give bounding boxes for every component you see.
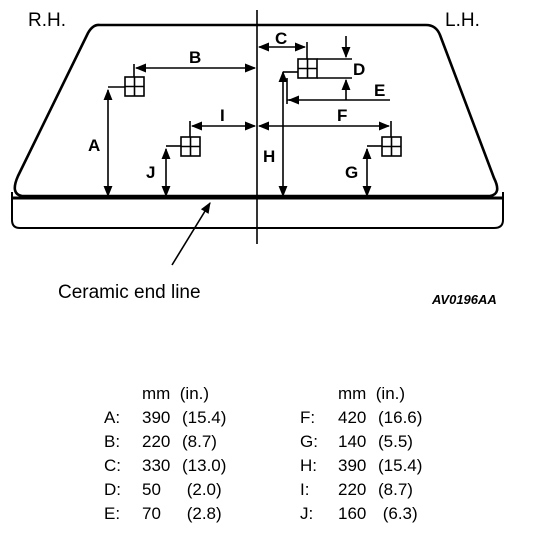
dimension-in: (6.3) [378, 504, 418, 523]
dimension-column-left: mm (in.) A: 390 (15.4) B: 220 (8.7) C: 330 (13.0… [104, 382, 304, 532]
mount-square-a [124, 76, 145, 97]
lh-label: L.H. [445, 10, 480, 31]
dimension-in: (15.4) [378, 456, 423, 475]
dim-label-j: J [146, 163, 155, 182]
dimension-key: E: [104, 504, 121, 523]
dimension-mm: 220 [142, 432, 171, 451]
dimension-mm: 330 [142, 456, 171, 475]
dimension-mm: 160 [338, 504, 367, 523]
figure-code: AV0196AA [431, 292, 497, 307]
dimension-in: (2.8) [182, 504, 222, 523]
column-header-left: mm (in.) [142, 384, 210, 403]
column-header-right: mm (in.) [338, 384, 406, 403]
ceramic-leader [171, 202, 211, 266]
dimension-row: J: 160 (6.3) [300, 502, 500, 526]
dimension-row: E: 70 (2.8) [104, 502, 304, 526]
dimension-row: B: 220 (8.7) [104, 430, 304, 454]
dim-label-d: D [353, 60, 365, 79]
dimension-mm: 140 [338, 432, 367, 451]
dimension-key: I: [300, 480, 310, 499]
dim-label-c: C [275, 29, 287, 48]
dimension-mm: 70 [142, 504, 161, 523]
dim-label-a: A [88, 136, 100, 155]
dimension-in: (15.4) [182, 408, 227, 427]
rh-label: R.H. [28, 10, 66, 31]
dimension-in: (5.5) [378, 432, 413, 451]
dimension-in: (8.7) [182, 432, 217, 451]
dimension-row: C: 330 (13.0) [104, 454, 304, 478]
dimension-row: H: 390 (15.4) [300, 454, 500, 478]
dimension-row: I: 220 (8.7) [300, 478, 500, 502]
dim-label-b: B [189, 48, 201, 67]
dimension-key: H: [300, 456, 317, 475]
dimension-row: F: 420 (16.6) [300, 406, 500, 430]
dimension-mm: 420 [338, 408, 367, 427]
dim-label-i: I [220, 106, 225, 125]
dimension-key: A: [104, 408, 121, 427]
dim-label-g: G [345, 163, 358, 182]
dim-label-e: E [374, 81, 385, 100]
dimension-mm: 390 [142, 408, 171, 427]
dimension-key: D: [104, 480, 121, 499]
dimension-key: F: [300, 408, 316, 427]
ceramic-end-line-label: Ceramic end line [58, 282, 201, 303]
dimension-mm: 220 [338, 480, 367, 499]
dimension-column-right: mm (in.) F: 420 (16.6) G: 140 (5.5) H: 390 (15.4… [300, 382, 500, 532]
dimension-key: B: [104, 432, 121, 451]
dim-label-h: H [263, 147, 275, 166]
mount-square-g [381, 136, 402, 157]
dimension-row: D: 50 (2.0) [104, 478, 304, 502]
dim-label-f: F [337, 106, 347, 125]
windshield-outline [13, 23, 499, 198]
dimension-row: G: 140 (5.5) [300, 430, 500, 454]
dimension-in: (16.6) [378, 408, 423, 427]
dimension-in: (2.0) [182, 480, 222, 499]
mount-square-d [297, 58, 318, 79]
dimension-in: (8.7) [378, 480, 413, 499]
dimension-table: mm (in.) A: 390 (15.4) B: 220 (8.7) C: 330 (13.0… [0, 382, 544, 532]
dimension-key: J: [300, 504, 314, 523]
dimension-mm: 390 [338, 456, 367, 475]
dimension-key: C: [104, 456, 121, 475]
dimension-mm: 50 [142, 480, 161, 499]
dimension-row: A: 390 (15.4) [104, 406, 304, 430]
mount-square-j [180, 136, 201, 157]
dimension-key: G: [300, 432, 318, 451]
dimension-in: (13.0) [182, 456, 227, 475]
